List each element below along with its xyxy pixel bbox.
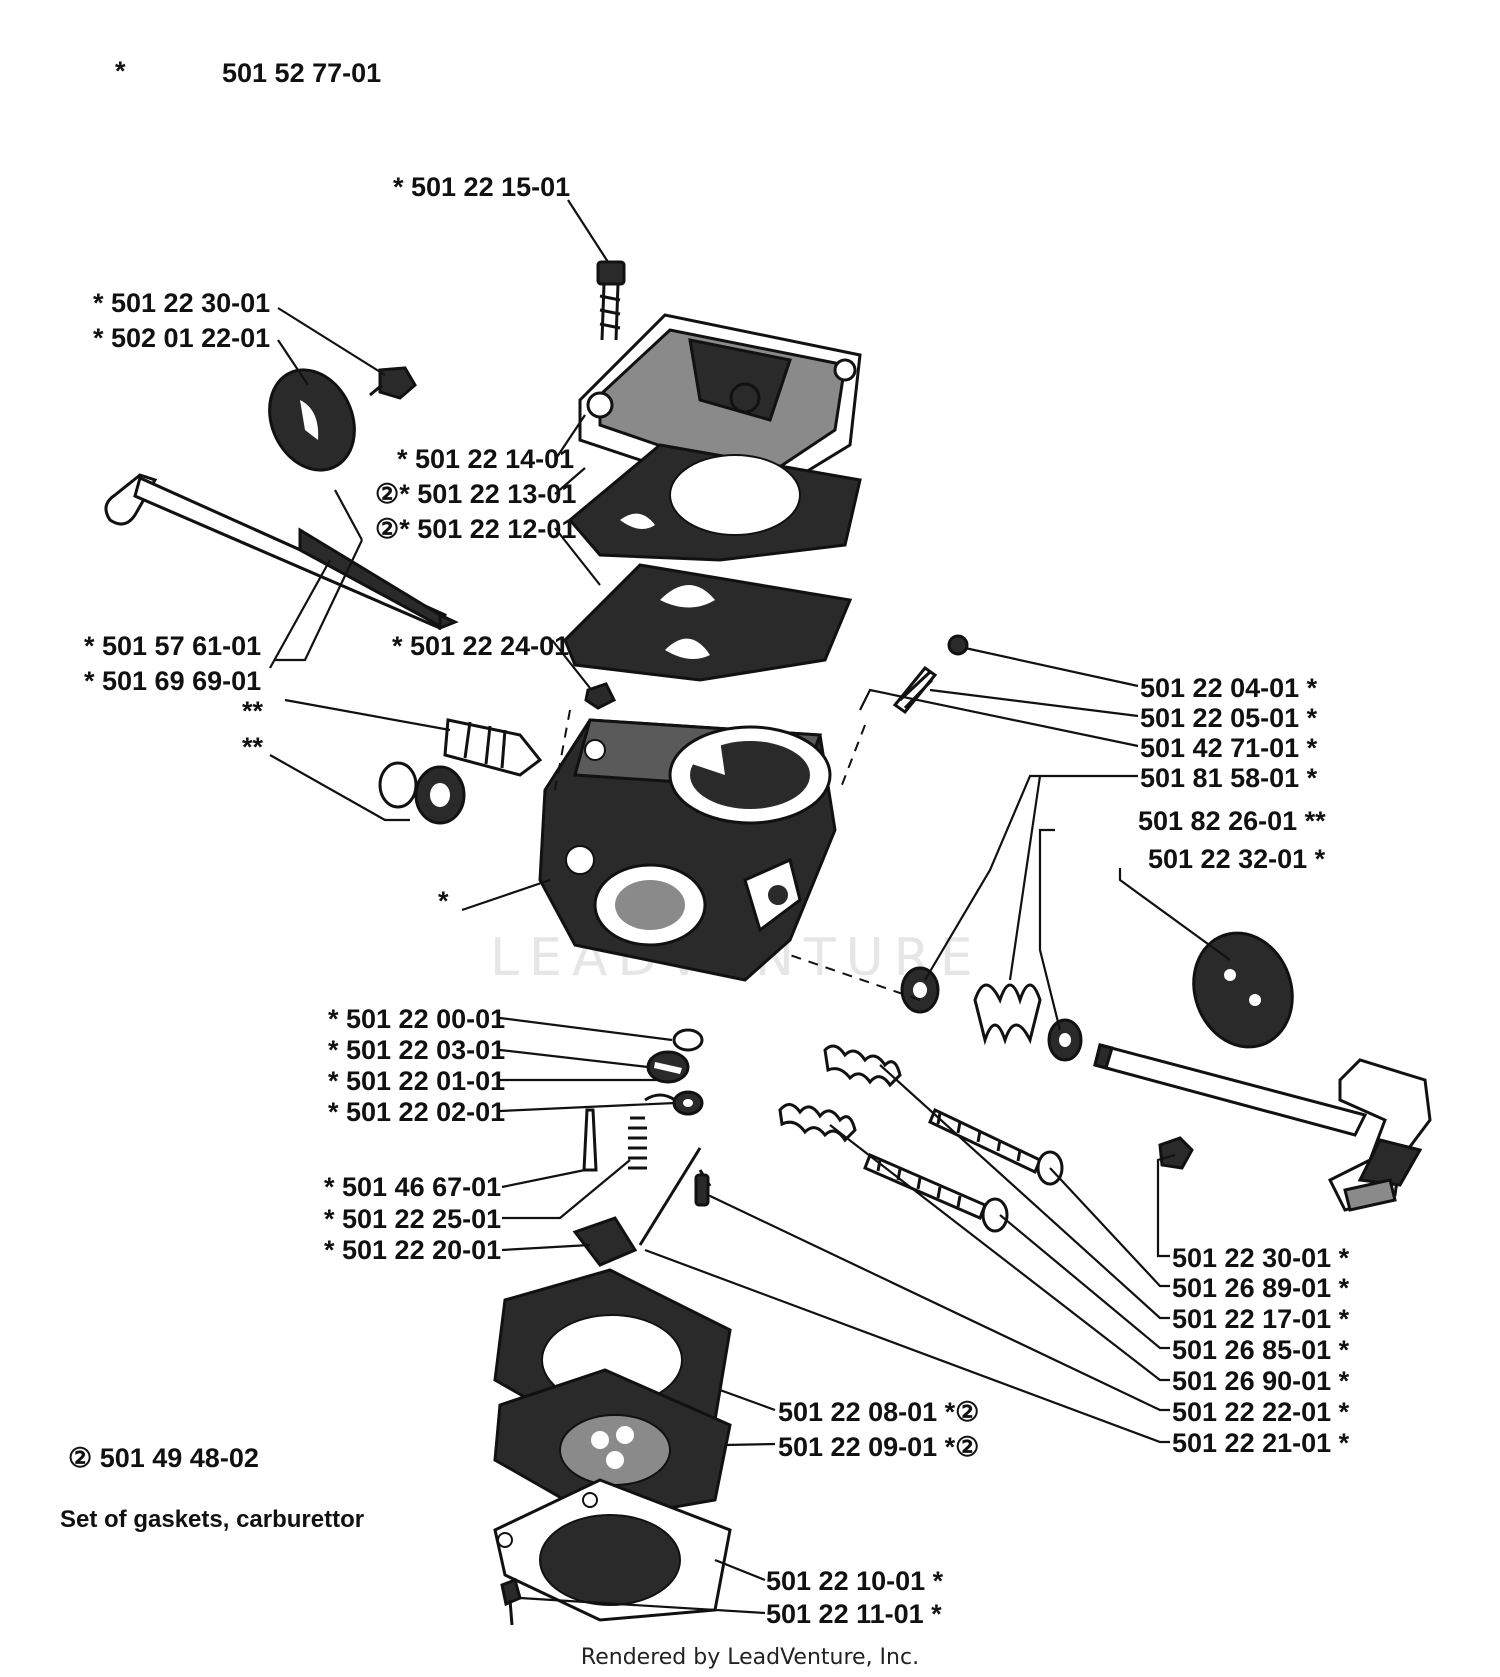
top-screw — [596, 260, 626, 341]
gasket-set-part-number: ② 501 49 48-02 — [68, 1443, 259, 1473]
plug-parts — [644, 1028, 704, 1116]
choke-screw — [369, 366, 417, 400]
choke-shaft — [104, 473, 459, 631]
bottom-screw — [500, 1578, 522, 1626]
leader-lines — [269, 199, 1231, 1615]
label-501-57-61-01: * 501 57 61-01 — [84, 631, 261, 661]
label-501-82-26-01: 501 82 26-01 ** — [1138, 806, 1326, 836]
throttle-screw — [1158, 1136, 1194, 1170]
label-501-46-67-01: * 501 46 67-01 — [324, 1172, 501, 1202]
pump-diaphragm — [563, 563, 853, 682]
label-501-22-14-01: * 501 22 14-01 — [397, 444, 574, 474]
inlet-fitting — [443, 718, 543, 777]
label-501-22-05-01: 501 22 05-01 * — [1140, 703, 1318, 733]
inlet-screen — [378, 761, 466, 825]
label-501-22-30-01-a: * 501 22 30-01 — [93, 288, 270, 318]
parts-drawing — [104, 260, 1432, 1626]
label-501-22-11-01: 501 22 11-01 * — [766, 1599, 942, 1629]
label-501-22-00-01: * 501 22 00-01 — [328, 1004, 505, 1034]
label-501-22-22-01: 501 22 22-01 * — [1172, 1397, 1350, 1427]
header-part-number: 501 52 77-01 — [222, 58, 381, 88]
gasket-set-description: Set of gaskets, carburettor — [60, 1506, 364, 1533]
label-501-22-12-01: ②* 501 22 12-01 — [375, 514, 576, 544]
throttle-shaft — [1093, 1043, 1432, 1212]
label-501-22-10-01: 501 22 10-01 * — [766, 1566, 944, 1596]
label-single-star: * — [438, 886, 449, 916]
small-nut — [584, 682, 617, 710]
label-501-22-17-01: 501 22 17-01 * — [1172, 1304, 1350, 1334]
label-501-22-30-01-b: 501 22 30-01 * — [1172, 1243, 1350, 1273]
label-501-22-03-01: * 501 22 03-01 — [328, 1035, 505, 1065]
throttle-plate — [1192, 931, 1294, 1049]
metering-diaphragm — [493, 1368, 732, 1522]
label-501-26-85-01: 501 26 85-01 * — [1172, 1335, 1350, 1365]
label-501-22-01-01: * 501 22 01-01 — [328, 1066, 505, 1096]
choke-plate — [268, 368, 356, 472]
adjusting-needles — [778, 1044, 1064, 1233]
label-501-26-89-01: 501 26 89-01 * — [1172, 1273, 1350, 1303]
carburettor-body — [538, 718, 837, 982]
label-501-42-71-01: 501 42 71-01 * — [1140, 733, 1318, 763]
label-501-22-02-01: * 501 22 02-01 — [328, 1097, 505, 1127]
label-501-22-21-01: 501 22 21-01 * — [1172, 1428, 1350, 1458]
label-501-22-20-01: * 501 22 20-01 — [324, 1235, 501, 1265]
label-501-22-32-01: 501 22 32-01 * — [1148, 844, 1326, 874]
label-double-star-b: ** — [242, 732, 264, 762]
label-501-69-69-01: * 501 69 69-01 — [84, 666, 261, 696]
bottom-cover — [493, 1478, 732, 1622]
label-501-22-08-01: 501 22 08-01 *② — [778, 1397, 979, 1427]
label-501-26-90-01: 501 26 90-01 * — [1172, 1366, 1350, 1396]
label-502-01-22-01: * 502 01 22-01 — [93, 323, 270, 353]
pump-gasket — [567, 443, 862, 562]
label-double-star-a: ** — [242, 696, 264, 726]
header-marker: * — [115, 56, 126, 86]
needle-valve — [892, 634, 969, 715]
label-501-22-24-01: * 501 22 24-01 — [392, 631, 569, 661]
inlet-needle-assembly — [572, 1108, 712, 1267]
label-501-22-25-01: * 501 22 25-01 — [324, 1204, 501, 1234]
label-501-81-58-01: 501 81 58-01 * — [1140, 763, 1318, 793]
throttle-parts — [900, 966, 1083, 1062]
label-501-22-13-01: ②* 501 22 13-01 — [375, 479, 576, 509]
footer-credit: Rendered by LeadVenture, Inc. — [581, 1645, 919, 1670]
label-501-22-15-01: * 501 22 15-01 — [393, 172, 570, 202]
label-501-22-09-01: 501 22 09-01 *② — [778, 1432, 979, 1462]
label-501-22-04-01: 501 22 04-01 * — [1140, 673, 1318, 703]
